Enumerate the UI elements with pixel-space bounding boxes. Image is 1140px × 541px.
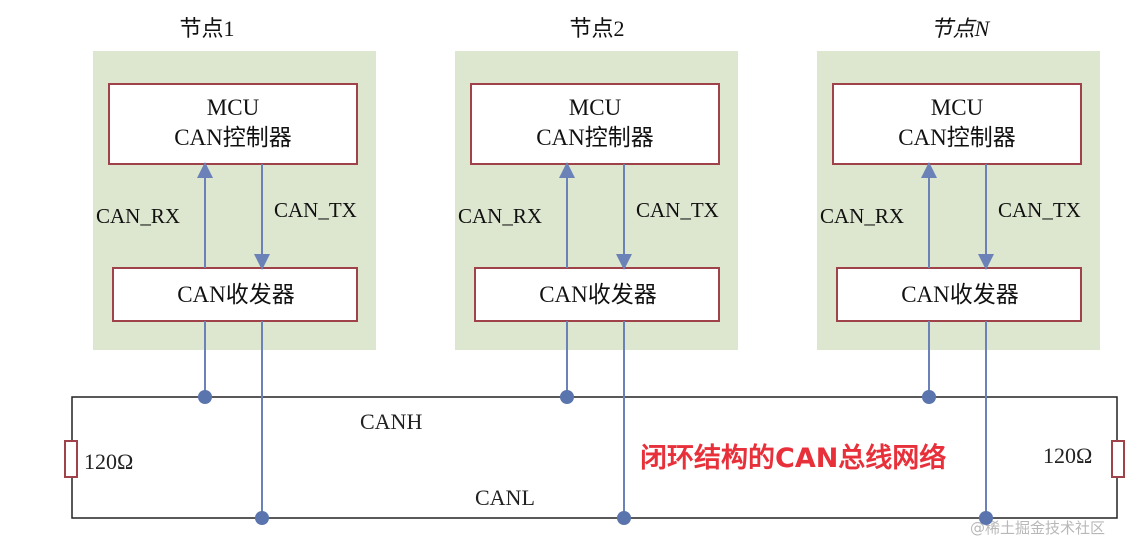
node-2-tx-label: CAN_TX (636, 198, 719, 222)
node-n-title: 节点N (931, 16, 991, 41)
node-1-mcu-line1: MCU (207, 95, 260, 120)
node-n-canl-junction (979, 511, 993, 525)
node-n-rx-label: CAN_RX (820, 204, 904, 228)
resistor-right-label: 120Ω (1043, 443, 1092, 468)
node-n-transceiver-box (836, 267, 1082, 322)
bus-loop (71, 396, 1118, 519)
node-1-canh-junction (198, 390, 212, 404)
node-2-rx-label: CAN_RX (458, 204, 542, 228)
node-1-canl-junction (255, 511, 269, 525)
node-2: 节点2 MCU CAN控制器 CAN收发器 CAN_RX CAN_TX (455, 16, 738, 525)
termination-resistor-left (64, 440, 78, 478)
node-n-canh-junction (922, 390, 936, 404)
node-n-tx-label: CAN_TX (998, 198, 1081, 222)
node-1-mcu-line2: CAN控制器 (174, 125, 292, 150)
node-2-canl-junction (617, 511, 631, 525)
node-1-transceiver-label: CAN收发器 (177, 282, 295, 307)
node-2-mcu-line2: CAN控制器 (536, 125, 654, 150)
canl-label: CANL (475, 485, 535, 510)
node-1-rx-label: CAN_RX (96, 204, 180, 228)
node-n-mcu-line1: MCU (931, 95, 984, 120)
watermark: @稀土掘金技术社区 (970, 519, 1105, 537)
node-n-mcu-box (832, 83, 1082, 165)
node-n: 节点N MCU CAN控制器 CAN收发器 CAN_RX CAN_TX (817, 16, 1100, 525)
node-2-mcu-line1: MCU (569, 95, 622, 120)
node-2-transceiver-box (474, 267, 720, 322)
node-2-transceiver-label: CAN收发器 (539, 282, 657, 307)
resistor-left-label: 120Ω (84, 449, 133, 474)
node-n-transceiver-label: CAN收发器 (901, 282, 1019, 307)
node-n-mcu-line2: CAN控制器 (898, 125, 1016, 150)
node-1-transceiver-box (112, 267, 358, 322)
diagram-caption: 闭环结构的CAN总线网络 (640, 442, 946, 474)
termination-resistor-right (1111, 440, 1125, 478)
node-2-title: 节点2 (569, 16, 624, 41)
canh-label: CANH (360, 409, 422, 434)
node-1-tx-label: CAN_TX (274, 198, 357, 222)
node-1-mcu-box (108, 83, 358, 165)
node-2-canh-junction (560, 390, 574, 404)
node-2-mcu-box (470, 83, 720, 165)
node-1-title: 节点1 (179, 16, 234, 41)
node-1: 节点1 MCU CAN控制器 CAN收发器 CAN_RX CAN_TX (93, 16, 376, 525)
